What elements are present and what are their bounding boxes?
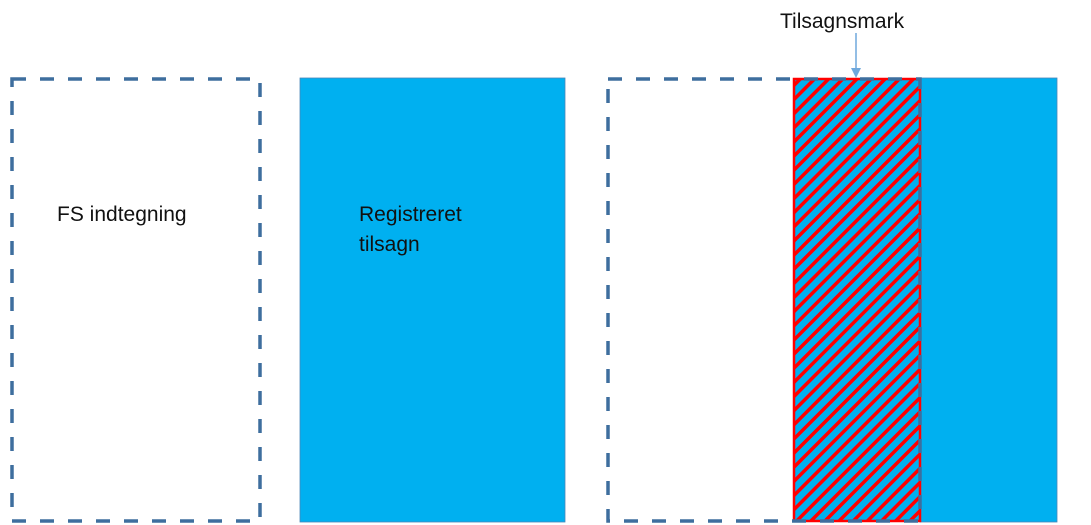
fs-drawing-box (10, 77, 262, 523)
fs-drawing-label: FS indtegning (57, 203, 187, 226)
overlay-blue-area (919, 77, 1058, 523)
commitment-field-hatched-area (792, 77, 922, 523)
registered-commitment-label-line1: Registreret (359, 203, 462, 226)
arrow-head-icon (851, 68, 861, 78)
commitment-field-label: Tilsagnsmark (780, 10, 905, 33)
registered-commitment-box (299, 77, 566, 523)
overlay-fs-drawing-outline (606, 77, 922, 523)
registered-commitment-label-line2: tilsagn (359, 233, 420, 256)
